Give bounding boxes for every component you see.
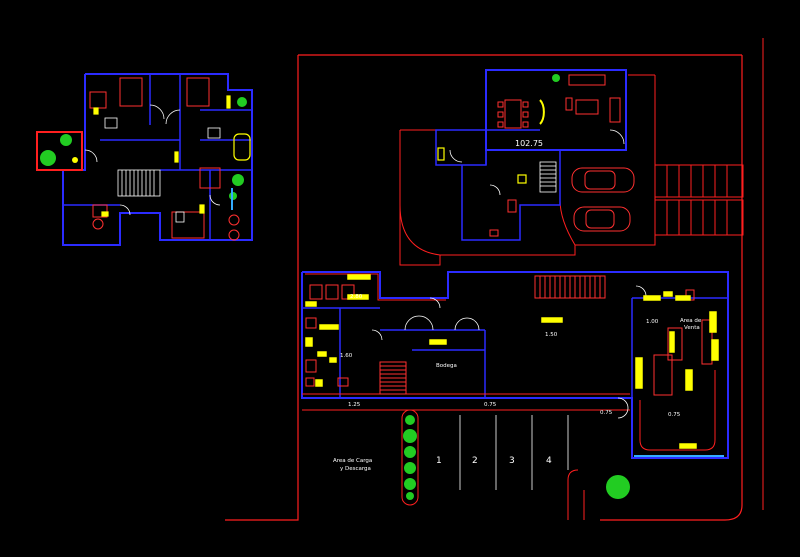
parking-number-2: 2 <box>472 456 478 466</box>
level-label-125: 1.25 <box>348 402 361 408</box>
venta-label-1: Area de <box>680 318 702 324</box>
house-stair <box>539 161 557 193</box>
level-label-150: 1.50 <box>545 332 558 338</box>
front-parking <box>459 415 569 490</box>
level-label-100: 1.00 <box>646 319 659 325</box>
planter-strip <box>401 409 419 506</box>
upper-furniture <box>89 77 240 241</box>
dining-set <box>497 74 621 129</box>
side-parking <box>654 164 744 236</box>
house-outline <box>399 75 656 266</box>
carga-label-1: Area de Carga <box>333 458 372 464</box>
upper-stair <box>117 169 161 197</box>
area-label: 102.75 <box>515 139 543 148</box>
tree <box>606 475 630 499</box>
living-block <box>485 69 627 151</box>
parking-number-3: 3 <box>509 456 515 466</box>
level-label-075-a: 0.75 <box>484 402 497 408</box>
bodega-label: Bodega <box>436 363 457 369</box>
parking-number-1: 1 <box>436 456 442 466</box>
level-label-160: 1.60 <box>340 353 353 359</box>
planter-plants <box>403 415 417 500</box>
upper-fixtures <box>93 95 251 217</box>
commercial-outline <box>301 271 729 459</box>
lot-boundary <box>225 55 299 521</box>
venta-label-2: Venta <box>684 325 700 331</box>
level-label-075-b: 0.75 <box>600 410 613 416</box>
carga-label-2: y Descarga <box>340 466 371 472</box>
parking-number-4: 4 <box>546 456 552 466</box>
upper-plants <box>40 97 247 200</box>
upper-floor-walls <box>62 73 253 246</box>
upper-floor-plan <box>36 73 253 246</box>
car-top <box>571 167 635 193</box>
commercial-stair <box>379 275 606 395</box>
level-label-075-c: 0.75 <box>668 412 681 418</box>
site-plan: 102.75 <box>225 38 764 521</box>
commercial-fixtures <box>305 274 719 449</box>
car-bottom <box>573 206 631 232</box>
balcony <box>36 131 83 171</box>
level-label-280: 2.80 <box>350 294 363 300</box>
